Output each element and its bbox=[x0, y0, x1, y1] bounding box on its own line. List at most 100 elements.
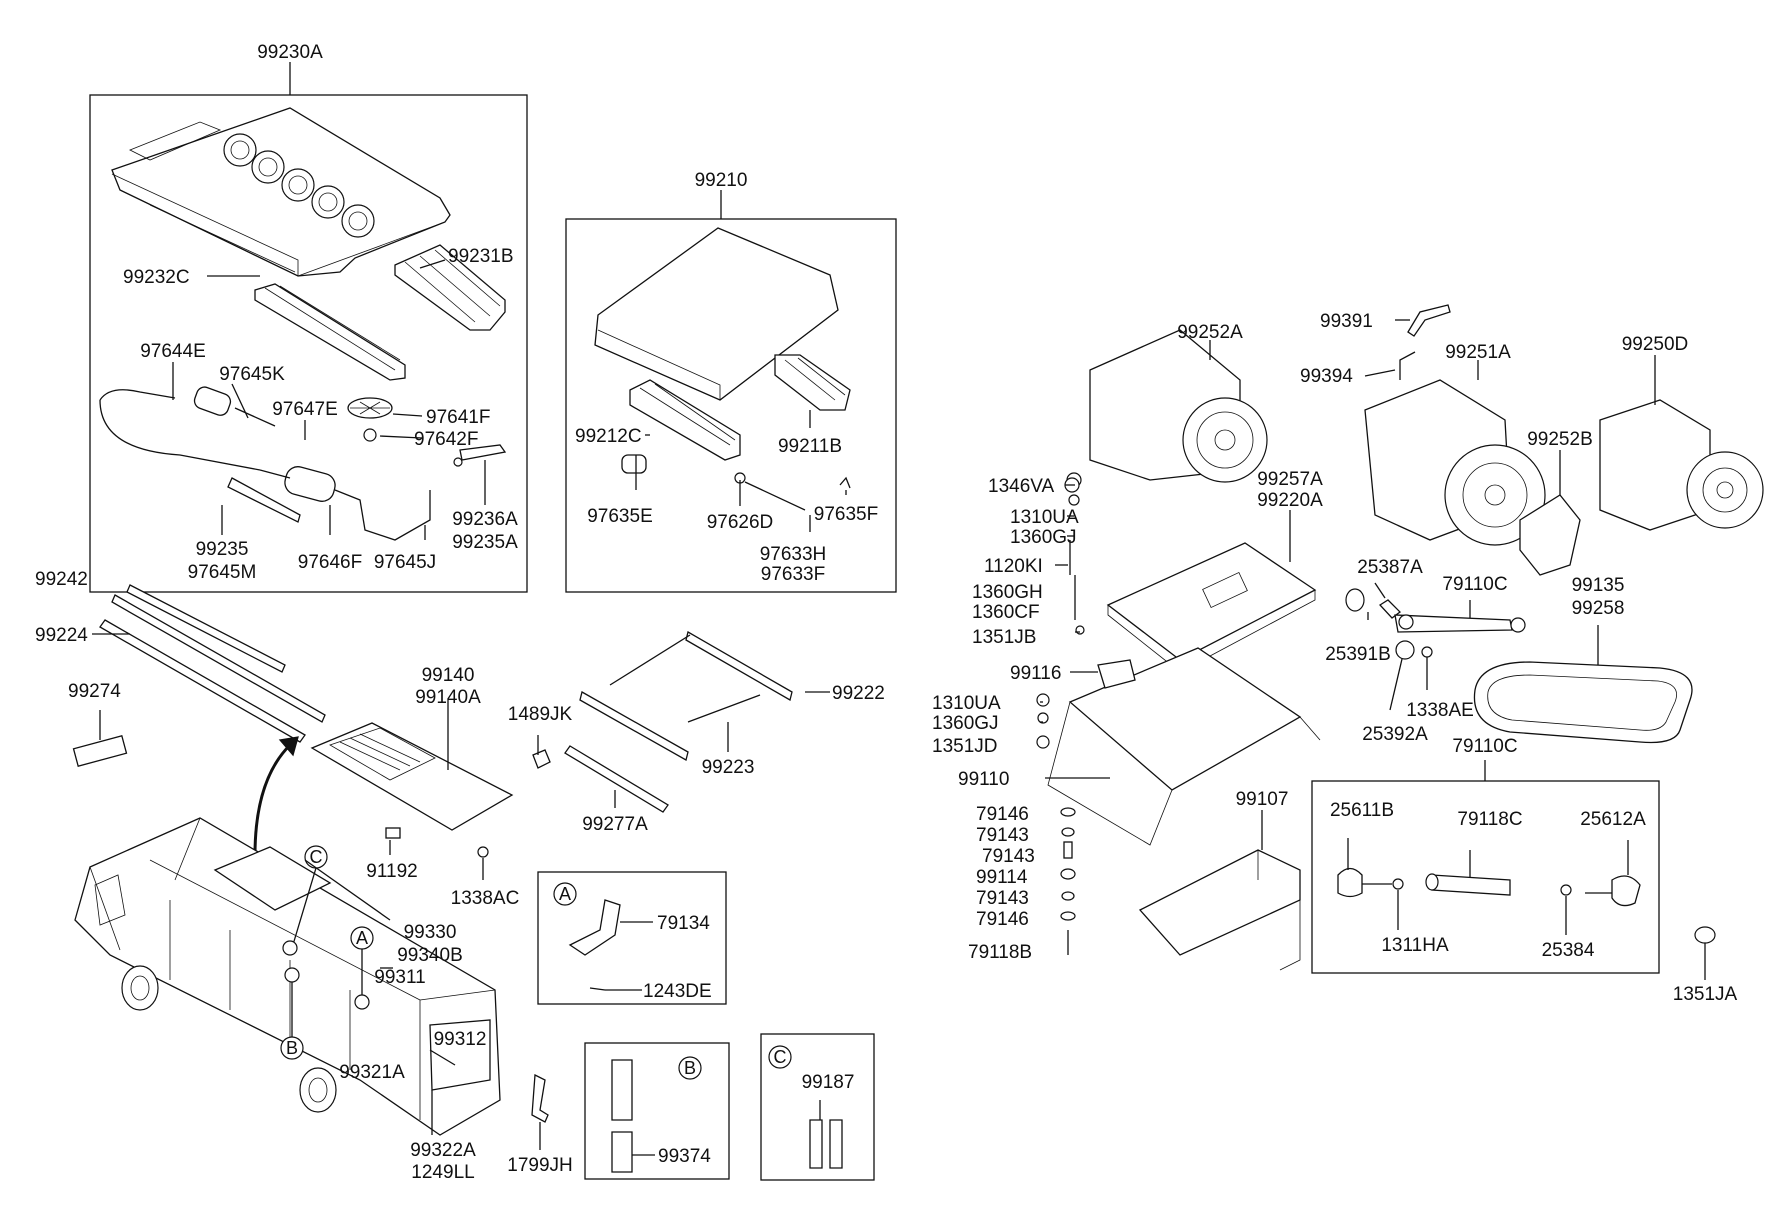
nut-1351JA bbox=[1694, 926, 1716, 944]
coil-99212C bbox=[629, 379, 741, 461]
label-99330: 99330 bbox=[404, 922, 457, 943]
label-97647E: 97647E bbox=[272, 399, 338, 420]
callout-B-bus: B bbox=[280, 967, 304, 1060]
label-1311HA: 1311HA bbox=[1381, 935, 1449, 956]
label-79110C-detail: 79110C bbox=[1452, 736, 1517, 757]
label-99135: 99135 bbox=[1572, 575, 1625, 596]
detail-A-letter: A bbox=[559, 884, 571, 904]
fan-97641F bbox=[347, 397, 393, 442]
label-99258: 99258 bbox=[1572, 598, 1625, 619]
part-99274-shape bbox=[72, 735, 128, 767]
label-79146-bottom: 79146 bbox=[976, 909, 1029, 930]
frame-detail-B bbox=[584, 1042, 730, 1180]
frame-detail-C bbox=[760, 1033, 875, 1181]
detail-C-badge bbox=[768, 1045, 792, 1069]
nut-1338AC bbox=[477, 846, 489, 858]
label-79143-c: 79143 bbox=[976, 888, 1029, 909]
clip-1489JK bbox=[532, 749, 551, 769]
frame-detail-A bbox=[537, 871, 727, 1005]
label-99242: 99242 bbox=[35, 569, 88, 590]
label-25612A: 25612A bbox=[1580, 809, 1646, 830]
label-25384: 25384 bbox=[1542, 940, 1595, 961]
label-99274: 99274 bbox=[68, 681, 121, 702]
label-99116: 99116 bbox=[1010, 663, 1061, 684]
label-99391: 99391 bbox=[1320, 311, 1373, 332]
label-99107: 99107 bbox=[1236, 789, 1289, 810]
label-99322A: 99322A bbox=[410, 1140, 476, 1161]
label-97635F: 97635F bbox=[814, 504, 878, 525]
part-97635F-shape bbox=[839, 476, 851, 489]
base-plate-99110 bbox=[1047, 647, 1321, 846]
label-1351JD: 1351JD bbox=[932, 736, 998, 757]
label-99114: 99114 bbox=[976, 867, 1028, 888]
label-1310UA-bottom: 1310UA bbox=[932, 693, 1001, 714]
pipe-99374-shape bbox=[611, 1059, 633, 1121]
label-99311: 99311 bbox=[374, 967, 425, 988]
label-99220A: 99220A bbox=[1257, 490, 1323, 511]
label-1360CF: 1360CF bbox=[972, 602, 1040, 623]
label-99140: 99140 bbox=[422, 665, 475, 686]
bracket-79134-shape bbox=[568, 899, 621, 956]
label-1799JH: 1799JH bbox=[507, 1155, 573, 1176]
part-97633H-rod bbox=[744, 481, 806, 511]
part-91192-shape bbox=[385, 827, 401, 839]
detail-B-badge bbox=[678, 1056, 702, 1080]
part-97635E-shape bbox=[621, 454, 647, 474]
label-97646F: 97646F bbox=[298, 552, 362, 573]
label-79143-b: 79143 bbox=[982, 846, 1035, 867]
fasteners-stack-lower bbox=[1036, 693, 1076, 955]
label-1243DE: 1243DE bbox=[643, 981, 712, 1002]
pipe-99277A bbox=[564, 745, 669, 813]
part-labels: 99230A 99231B 99232C 97644E 97645K 97647… bbox=[35, 42, 1738, 1183]
label-99211B: 99211B bbox=[778, 436, 842, 457]
label-97642F: 97642F bbox=[414, 429, 478, 450]
label-99140A: 99140A bbox=[415, 687, 481, 708]
label-97635E: 97635E bbox=[587, 506, 653, 527]
tensioner-79110C-detail bbox=[1337, 867, 1641, 907]
label-97645M: 97645M bbox=[188, 562, 257, 583]
label-99277A: 99277A bbox=[582, 814, 648, 835]
label-99321A: 99321A bbox=[339, 1062, 405, 1083]
label-1360GH: 1360GH bbox=[972, 582, 1043, 603]
label-79146-top: 79146 bbox=[976, 804, 1029, 825]
label-97644E: 97644E bbox=[140, 341, 206, 362]
label-99236A: 99236A bbox=[452, 509, 518, 530]
v-belt-99135 bbox=[1473, 661, 1693, 744]
label-97633H: 97633H bbox=[760, 544, 827, 565]
label-99312: 99312 bbox=[434, 1029, 487, 1050]
callout-A-bus: A bbox=[350, 926, 374, 1010]
install-arrow bbox=[253, 743, 292, 856]
callout-B-label: B bbox=[286, 1038, 298, 1058]
label-99224: 99224 bbox=[35, 625, 88, 646]
label-99232C: 99232C bbox=[123, 267, 190, 288]
leader-lines bbox=[92, 62, 1706, 1156]
tensioner-79110C-upper bbox=[1345, 588, 1526, 660]
callout-C-label: C bbox=[310, 847, 323, 867]
label-79118B: 79118B bbox=[968, 942, 1032, 963]
label-99235: 99235 bbox=[196, 539, 249, 560]
label-79134: 79134 bbox=[657, 913, 710, 934]
label-99110: 99110 bbox=[958, 769, 1009, 790]
compressor-99250D bbox=[1599, 399, 1764, 531]
label-1351JB: 1351JB bbox=[972, 627, 1036, 648]
label-1310UA-top: 1310UA bbox=[1010, 507, 1079, 528]
coil-99211B bbox=[774, 354, 851, 411]
pipe-99374-lower bbox=[611, 1131, 633, 1173]
label-99252B: 99252B bbox=[1527, 429, 1593, 450]
bracket-99107 bbox=[1138, 849, 1301, 971]
detail-A-badge bbox=[553, 882, 577, 906]
arrow-head bbox=[278, 736, 299, 757]
label-97645K: 97645K bbox=[219, 364, 285, 385]
callout-C-bus: C bbox=[282, 845, 328, 956]
label-1360GJ-top: 1360GJ bbox=[1010, 527, 1077, 548]
label-1120KI: 1120KI bbox=[984, 556, 1043, 577]
label-99212C: 99212C bbox=[575, 426, 642, 447]
label-25387A: 25387A bbox=[1357, 557, 1423, 578]
label-97645J: 97645J bbox=[374, 552, 436, 573]
callout-A-label: A bbox=[356, 928, 368, 948]
label-99257A: 99257A bbox=[1257, 469, 1323, 490]
label-99235A: 99235A bbox=[452, 532, 518, 553]
label-99374: 99374 bbox=[658, 1146, 711, 1167]
rooftop-ac-unit-illustration bbox=[111, 107, 451, 277]
